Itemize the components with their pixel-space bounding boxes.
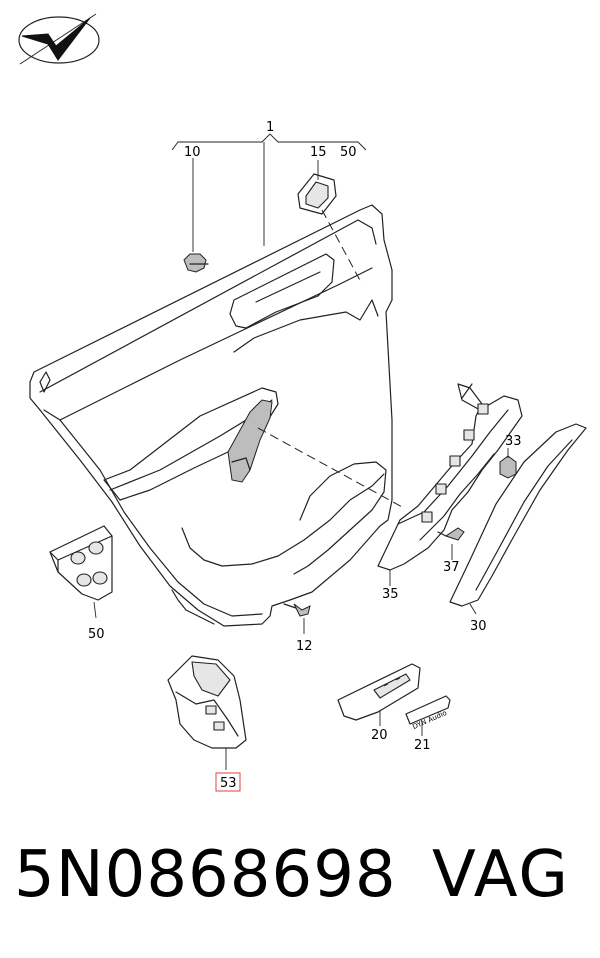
label-20: 20 [371, 728, 388, 743]
label-50: 50 [88, 627, 105, 642]
part-53-highlight [215, 772, 241, 792]
clip-33 [499, 448, 517, 479]
door-trim-panel [29, 204, 393, 627]
label-35: 35 [382, 587, 399, 602]
part-number: 5N0868698 [14, 838, 397, 912]
logo-icon [18, 13, 100, 65]
screw-37 [437, 527, 465, 560]
label-30: 30 [470, 619, 487, 634]
label-15: 15 [310, 145, 327, 160]
group-bracket [171, 133, 367, 246]
dynaudio-badge [405, 695, 451, 736]
clip-fastener [183, 158, 209, 273]
label-53: 53 [220, 776, 237, 791]
screw-12 [283, 603, 311, 634]
trim-strip-35 [377, 383, 523, 586]
label-10: 10 [184, 145, 201, 160]
part-53-bracket [167, 655, 247, 792]
part-20-cover [337, 663, 421, 726]
label-12: 12 [296, 639, 313, 654]
window-switch [297, 160, 337, 215]
label-50-top: 50 [340, 145, 357, 160]
brand-name: VAG [432, 838, 570, 912]
label-33: 33 [505, 434, 522, 449]
label-37: 37 [443, 560, 460, 575]
label-21: 21 [414, 738, 431, 753]
bracket-50 [49, 525, 113, 619]
trim-strip-30 [449, 423, 587, 615]
label-1: 1 [266, 120, 274, 135]
